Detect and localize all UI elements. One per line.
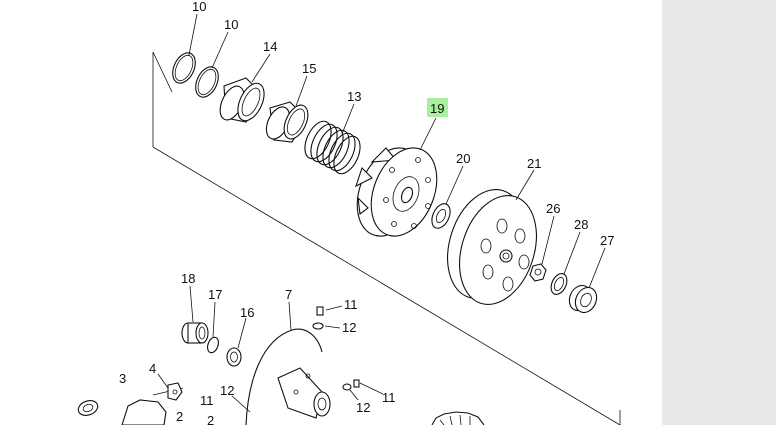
part-4-slider[interactable] — [167, 382, 183, 401]
callout-11a[interactable]: 11 — [344, 297, 358, 312]
part-3-cam[interactable] — [76, 398, 167, 425]
callout-10a[interactable]: 10 — [192, 0, 206, 14]
callout-12a[interactable]: 12 — [342, 320, 356, 335]
part-10-circlip-a[interactable] — [168, 49, 200, 86]
part-27-bearing[interactable] — [565, 282, 600, 316]
callout-19[interactable]: 19 — [430, 101, 444, 116]
part-11-bolt-a[interactable] — [316, 306, 324, 316]
callout-15[interactable]: 15 — [302, 61, 316, 76]
part-16-oil-seal[interactable] — [226, 347, 242, 367]
callout-7[interactable]: 7 — [285, 287, 292, 302]
part-15-bushing[interactable] — [262, 101, 313, 143]
part-17-circlip[interactable] — [206, 336, 221, 354]
part-14-collar[interactable] — [215, 77, 269, 125]
part-11-bolt-b[interactable] — [353, 379, 360, 388]
part-21-clutch-housing[interactable] — [434, 180, 549, 315]
part-19-clutch-carrier[interactable] — [345, 138, 449, 246]
callout-14[interactable]: 14 — [263, 39, 277, 54]
part-20-washer[interactable] — [428, 201, 453, 231]
callout-28[interactable]: 28 — [574, 217, 588, 232]
callout-27[interactable]: 27 — [600, 233, 614, 248]
callout-2b[interactable]: 2 — [207, 413, 214, 425]
part-13-spring[interactable] — [300, 117, 366, 178]
callout-10b[interactable]: 10 — [224, 17, 238, 32]
part-10-circlip-b[interactable] — [191, 63, 223, 100]
part-gear-partial[interactable] — [431, 411, 485, 425]
callout-2[interactable]: 2 — [176, 409, 183, 424]
callout-11c[interactable]: 11 — [382, 390, 396, 405]
part-12-washer-a[interactable] — [312, 322, 324, 330]
part-18-needle-bearing[interactable] — [181, 322, 209, 344]
exploded-parts-diagram: 10 10 14 15 13 19 20 21 26 28 27 18 17 1… — [76, 0, 621, 425]
callout-3[interactable]: 3 — [119, 371, 126, 386]
callout-11b[interactable]: 11 — [200, 393, 214, 408]
part-12-washer-b[interactable] — [342, 383, 352, 391]
callout-18[interactable]: 18 — [181, 271, 195, 286]
callout-26[interactable]: 26 — [546, 201, 560, 216]
callout-21[interactable]: 21 — [527, 156, 541, 171]
callout-4[interactable]: 4 — [149, 361, 156, 376]
callout-19-highlight — [427, 98, 448, 117]
callout-13[interactable]: 13 — [347, 89, 361, 104]
side-panel — [662, 0, 776, 425]
part-26-nut[interactable] — [529, 263, 547, 282]
callout-17[interactable]: 17 — [208, 287, 222, 302]
callouts: 10 10 14 15 13 19 20 21 26 28 27 18 17 1… — [119, 0, 614, 425]
leader-lines — [157, 13, 606, 413]
part-28-washer[interactable] — [548, 271, 570, 297]
callout-12b[interactable]: 12 — [220, 383, 234, 398]
callout-12c[interactable]: 12 — [356, 400, 370, 415]
part-7-fixed-sheave[interactable] — [245, 328, 331, 425]
diagram-viewer[interactable]: 10 10 14 15 13 19 20 21 26 28 27 18 17 1… — [0, 0, 662, 425]
callout-20[interactable]: 20 — [456, 151, 470, 166]
callout-16[interactable]: 16 — [240, 305, 254, 320]
